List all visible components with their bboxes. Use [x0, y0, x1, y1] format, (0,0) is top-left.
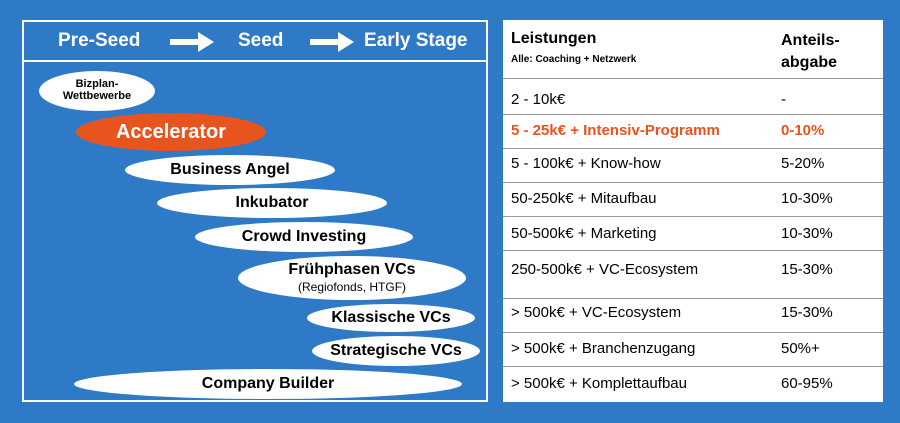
cell-anteil: 10-30%: [781, 225, 833, 242]
table-row: > 500k€ + Branchenzugang 50%+: [503, 332, 883, 366]
cell-anteil: 5-20%: [781, 155, 825, 172]
program-accelerator: Accelerator: [76, 113, 266, 151]
program-company-builder: Company Builder: [74, 369, 462, 399]
cell-anteil: 50%+: [781, 340, 820, 357]
table-row: 2 - 10k€ -: [503, 78, 883, 114]
cell-leistung: 5 - 100k€ + Know-how: [511, 155, 661, 172]
table-row: 50-500k€ + Marketing 10-30%: [503, 216, 883, 250]
program-label: Accelerator: [115, 120, 227, 143]
program-label: Business Angel: [170, 160, 290, 178]
program-business-angel: Business Angel: [125, 155, 335, 185]
cell-leistung: 250-500k€ + VC-Ecosystem: [511, 261, 699, 278]
table-row: 250-500k€ + VC-Ecosystem 15-30%: [503, 250, 883, 298]
program-label: Frühphasen VCs: [288, 261, 416, 279]
program-inkubator: Inkubator: [157, 188, 387, 218]
stage-early: Early Stage: [364, 30, 468, 51]
header-subtitle: Alle: Coaching + Netzwerk: [511, 54, 637, 65]
cell-anteil: 10-30%: [781, 190, 833, 207]
program-label: Crowd Investing: [241, 227, 367, 245]
cell-leistung: > 500k€ + VC-Ecosystem: [511, 304, 682, 321]
program-label: Klassische VCs: [331, 308, 451, 326]
table-row: 5 - 100k€ + Know-how 5-20%: [503, 148, 883, 182]
program-label: Strategische VCs: [330, 341, 462, 359]
program-klassische-vcs: Klassische VCs: [307, 304, 475, 332]
header-leistungen: Leistungen: [511, 30, 597, 47]
table-row-highlight: 5 - 25k€ + Intensiv-Programm 0-10%: [503, 114, 883, 148]
cell-leistung: 50-500k€ + Marketing: [511, 225, 657, 242]
program-crowd-investing: Crowd Investing: [195, 222, 413, 252]
program-label: Inkubator: [235, 193, 309, 211]
stage-header: Pre-Seed Seed Early Stage: [24, 22, 486, 62]
program-sublabel: (Regiofonds, HTGF): [297, 280, 407, 295]
arrow-right-icon: [170, 32, 214, 52]
cell-leistung: 50-250k€ + Mitaufbau: [511, 190, 657, 207]
cell-anteil: 15-30%: [781, 261, 833, 278]
arrow-right-icon: [310, 32, 354, 52]
services-table: Leistungen Alle: Coaching + Netzwerk Ant…: [503, 20, 883, 402]
header-anteilsabgabe: Anteils- abgabe: [781, 32, 840, 71]
cell-leistung: 5 - 25k€ + Intensiv-Programm: [511, 122, 720, 139]
cell-anteil: -: [781, 91, 786, 108]
funding-stages-panel: Pre-Seed Seed Early Stage Bizplan- Wettb…: [22, 20, 488, 402]
table-row: 50-250k€ + Mitaufbau 10-30%: [503, 182, 883, 216]
cell-anteil: 0-10%: [781, 122, 825, 139]
cell-anteil: 15-30%: [781, 304, 833, 321]
program-label: Company Builder: [201, 374, 335, 392]
cell-leistung: > 500k€ + Branchenzugang: [511, 340, 696, 357]
program-strategische-vcs: Strategische VCs: [312, 336, 480, 366]
cell-leistung: 2 - 10k€: [511, 91, 566, 108]
program-label: Bizplan- Wettbewerbe: [62, 78, 132, 102]
stage-pre-seed: Pre-Seed: [58, 30, 141, 51]
program-bizplan: Bizplan- Wettbewerbe: [39, 71, 155, 111]
table-row: > 500k€ + VC-Ecosystem 15-30%: [503, 298, 883, 332]
cell-anteil: 60-95%: [781, 375, 833, 392]
stage-seed: Seed: [238, 30, 284, 51]
cell-leistung: > 500k€ + Komplettaufbau: [511, 375, 687, 392]
table-row: > 500k€ + Komplettaufbau 60-95%: [503, 366, 883, 402]
program-fruehphasen-vcs: Frühphasen VCs (Regiofonds, HTGF): [238, 256, 466, 300]
